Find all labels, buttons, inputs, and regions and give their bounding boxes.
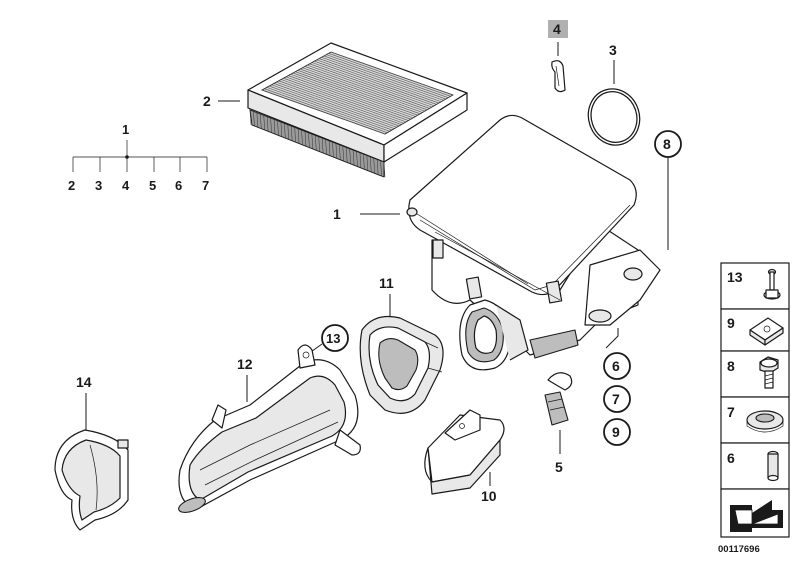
- callout-grommet-circle: [603, 385, 631, 413]
- legend-number: 7: [727, 404, 735, 420]
- callout-housing: 1: [333, 206, 341, 222]
- clip-nut-icon: [749, 317, 784, 346]
- tree-root-label: 1: [122, 122, 129, 137]
- heat-shield-part: [54, 429, 129, 531]
- air-filter-element: [247, 42, 468, 178]
- tree-child-label: 4: [122, 178, 130, 193]
- clip-part: [551, 60, 566, 93]
- callout-sleeve: 6: [612, 358, 620, 374]
- sleeve-icon: [767, 450, 779, 482]
- callout-clip: 4: [553, 21, 561, 37]
- callout-intake-duct: 11: [379, 275, 394, 291]
- callout-screw: 13: [326, 331, 340, 346]
- screw-icon: [763, 268, 781, 300]
- stamp-highlight: [548, 20, 568, 38]
- small-parts-legend: 13 9 8 7: [720, 262, 790, 538]
- callout-seal-ring: 3: [609, 42, 617, 58]
- callout-intake-pipe: 12: [237, 356, 253, 372]
- seal-ring-part: [587, 88, 641, 146]
- intake-pipe-part: [178, 344, 361, 513]
- legend-number: 8: [727, 358, 735, 374]
- bracket-clip-part: [544, 372, 573, 426]
- grommet-icon: [746, 410, 784, 433]
- arrow-icon: [730, 500, 783, 532]
- callout-nut-circle: [603, 418, 631, 446]
- callout-bolt: 8: [663, 136, 671, 152]
- tree-child-label: 2: [68, 178, 75, 193]
- callout-support: 10: [481, 488, 497, 504]
- hex-bolt-icon: [759, 356, 779, 389]
- callout-grommet: 7: [612, 391, 620, 407]
- tree-child-label: 6: [175, 178, 182, 193]
- legend-number: 6: [727, 450, 735, 466]
- support-part: [424, 409, 505, 495]
- tree-child-label: 3: [95, 178, 102, 193]
- document-number: 00117696: [718, 544, 760, 555]
- callout-filter-element: 2: [203, 93, 211, 109]
- legend-number: 9: [727, 315, 735, 331]
- legend-number: 13: [727, 269, 743, 285]
- tree-child-label: 7: [202, 178, 209, 193]
- callout-bracket-clip: 5: [555, 459, 563, 475]
- air-filter-housing: [406, 114, 661, 371]
- callout-screw-circle: [321, 324, 349, 352]
- intake-duct-part: [359, 315, 444, 414]
- callout-bolt-circle: [654, 130, 682, 158]
- callout-sleeve-circle: [603, 352, 631, 380]
- tree-child-label: 5: [149, 178, 156, 193]
- callout-heat-shield: 14: [76, 374, 92, 390]
- parts-tree: 1 2 3 4 5 6 7: [68, 122, 209, 193]
- callout-nut: 9: [612, 424, 620, 440]
